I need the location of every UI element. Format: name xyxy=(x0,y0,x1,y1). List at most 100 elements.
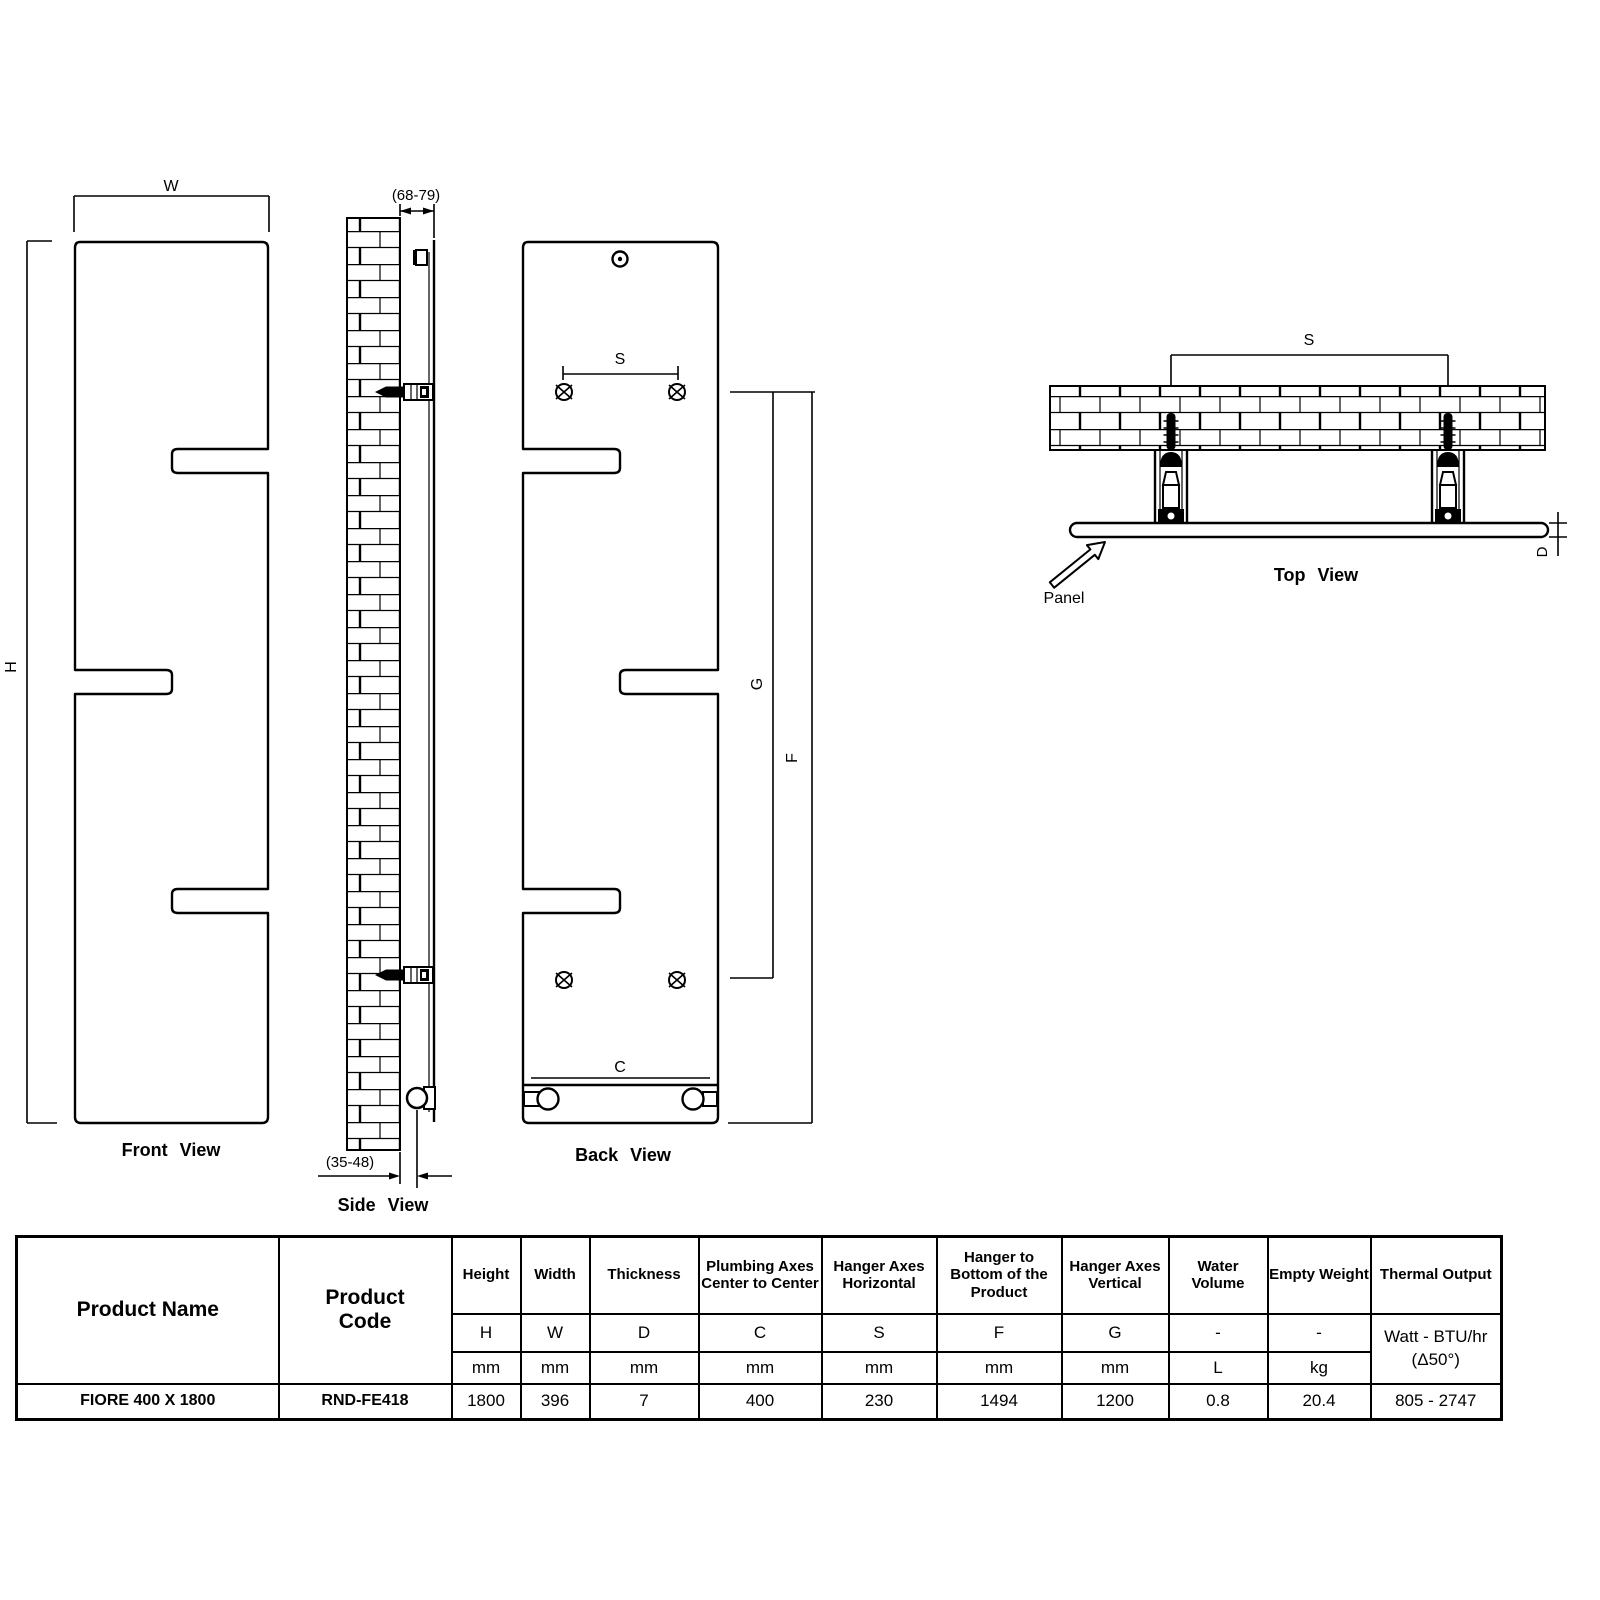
dim-wall-gap: (68-79) xyxy=(392,187,440,238)
dim-plumbing-span-label: C xyxy=(614,1059,626,1076)
hanger-point-icon xyxy=(555,383,573,401)
header-hanger-horizontal: Hanger Axes Horizontal xyxy=(820,1235,938,1315)
dim-f-label: F xyxy=(784,753,801,763)
front-view: W H Front View xyxy=(3,178,270,1160)
header-product-code: Product Code xyxy=(277,1235,453,1385)
dim-hanger-to-bottom: F xyxy=(728,392,813,1124)
dim-width: W xyxy=(73,178,270,232)
air-vent-icon xyxy=(611,250,629,268)
back-panel-outline xyxy=(521,240,720,1125)
header-product-code-label: Product Code xyxy=(325,1286,405,1334)
panel-callout: Panel xyxy=(1044,541,1106,607)
unit-hanger-horizontal: mm xyxy=(820,1350,938,1385)
hanger-point-icon xyxy=(668,383,686,401)
header-empty-weight: Empty Weight xyxy=(1266,1235,1372,1315)
letter-height: H xyxy=(450,1312,522,1353)
dim-width-label: W xyxy=(163,178,179,195)
value-hanger-vertical: 1200 xyxy=(1060,1382,1170,1421)
unit-thermal-line1: Watt - BTU/hr xyxy=(1384,1327,1488,1347)
unit-plumbing: mm xyxy=(697,1350,823,1385)
letter-width: W xyxy=(519,1312,591,1353)
letter-thickness: D xyxy=(588,1312,700,1353)
dim-height: H xyxy=(3,240,57,1124)
dim-pipe-gap: (35-48) xyxy=(318,1110,452,1188)
header-height: Height xyxy=(450,1235,522,1315)
panel-bar xyxy=(1068,521,1550,539)
letter-empty-weight: - xyxy=(1266,1312,1372,1353)
plumbing-connection-icon xyxy=(536,1087,560,1111)
back-view: S C xyxy=(521,240,815,1165)
header-product-name: Product Name xyxy=(15,1235,280,1385)
top-view-title: Top View xyxy=(1274,565,1359,585)
panel-arrow-icon xyxy=(1048,541,1106,589)
dim-height-label: H xyxy=(3,661,20,673)
letter-water-volume: - xyxy=(1167,1312,1269,1353)
unit-height: mm xyxy=(450,1350,522,1385)
dim-wall-gap-label: (68-79) xyxy=(392,187,440,204)
table-row: FIORE 400 X 1800 RND-FE418 1800 396 7 40… xyxy=(15,1382,1503,1421)
wall-anchor-lower xyxy=(375,966,434,984)
wall-anchor-upper xyxy=(375,383,434,401)
unit-water-volume: L xyxy=(1167,1350,1269,1385)
dim-hanger-span-top-label: S xyxy=(1304,332,1315,349)
back-view-title: Back View xyxy=(575,1145,672,1165)
side-view-title: Side View xyxy=(338,1195,430,1215)
hanger-bracket xyxy=(1430,450,1466,523)
front-view-title: Front View xyxy=(122,1140,222,1160)
header-thermal-output: Thermal Output xyxy=(1369,1235,1503,1315)
hanger-point-icon xyxy=(555,971,573,989)
hanger-point-icon xyxy=(668,971,686,989)
dim-hanger-span: S xyxy=(562,351,679,380)
value-empty-weight: 20.4 xyxy=(1266,1382,1372,1421)
dim-g-label: G xyxy=(749,678,766,690)
letter-plumbing: C xyxy=(697,1312,823,1353)
unit-thickness: mm xyxy=(588,1350,700,1385)
spec-table-container: Product Name Product Code Height Width T… xyxy=(15,1235,1503,1421)
letter-hanger-bottom: F xyxy=(935,1312,1063,1353)
unit-width: mm xyxy=(519,1350,591,1385)
unit-hanger-vertical: mm xyxy=(1060,1350,1170,1385)
screw-icon xyxy=(1163,413,1179,450)
header-hanger-bottom: Hanger to Bottom of the Product xyxy=(935,1235,1063,1315)
hanger-bracket xyxy=(1153,450,1189,523)
dim-hanger-span-label: S xyxy=(615,351,626,368)
radiator-technical-drawing: W H Front View xyxy=(3,178,1567,1215)
wall-section-top xyxy=(1049,385,1546,451)
unit-thermal-line2: (Δ50°) xyxy=(1411,1349,1460,1369)
unit-hanger-bottom: mm xyxy=(935,1350,1063,1385)
dim-plumbing-span: C xyxy=(531,1059,710,1079)
dim-thickness-label: D xyxy=(1534,546,1551,557)
letter-hanger-vertical: G xyxy=(1060,1312,1170,1353)
wall-section xyxy=(346,217,401,1151)
front-panel-outline xyxy=(73,240,270,1125)
value-product-code: RND-FE418 xyxy=(277,1382,453,1421)
header-thickness: Thickness xyxy=(588,1235,700,1315)
value-hanger-horizontal: 230 xyxy=(820,1382,938,1421)
value-thickness: 7 xyxy=(588,1382,700,1421)
dim-hanger-vertical: G xyxy=(730,391,815,979)
value-plumbing: 400 xyxy=(697,1382,823,1421)
spec-table: Product Name Product Code Height Width T… xyxy=(15,1235,1503,1421)
bottom-collector xyxy=(523,1083,718,1111)
unit-empty-weight: kg xyxy=(1266,1350,1372,1385)
header-hanger-vertical: Hanger Axes Vertical xyxy=(1060,1235,1170,1315)
header-width: Width xyxy=(519,1235,591,1315)
value-product-name: FIORE 400 X 1800 xyxy=(15,1382,280,1421)
dim-thickness: D xyxy=(1534,512,1567,557)
side-view: (68-79) (35-48) Side View xyxy=(318,187,452,1215)
valve-icon xyxy=(405,1086,436,1110)
value-width: 396 xyxy=(519,1382,591,1421)
header-water-volume: Water Volume xyxy=(1167,1235,1269,1315)
letter-hanger-horizontal: S xyxy=(820,1312,938,1353)
panel-label: Panel xyxy=(1044,590,1085,607)
screw-icon xyxy=(1440,413,1456,450)
value-thermal-output: 805 - 2747 xyxy=(1369,1382,1503,1421)
unit-thermal-output: Watt - BTU/hr (Δ50°) xyxy=(1369,1312,1503,1385)
header-plumbing: Plumbing Axes Center to Center xyxy=(697,1235,823,1315)
top-view: S xyxy=(1044,332,1567,607)
top-clip xyxy=(413,249,428,266)
value-water-volume: 0.8 xyxy=(1167,1382,1269,1421)
value-hanger-bottom: 1494 xyxy=(935,1382,1063,1421)
dim-pipe-gap-label: (35-48) xyxy=(326,1154,374,1171)
value-height: 1800 xyxy=(450,1382,522,1421)
